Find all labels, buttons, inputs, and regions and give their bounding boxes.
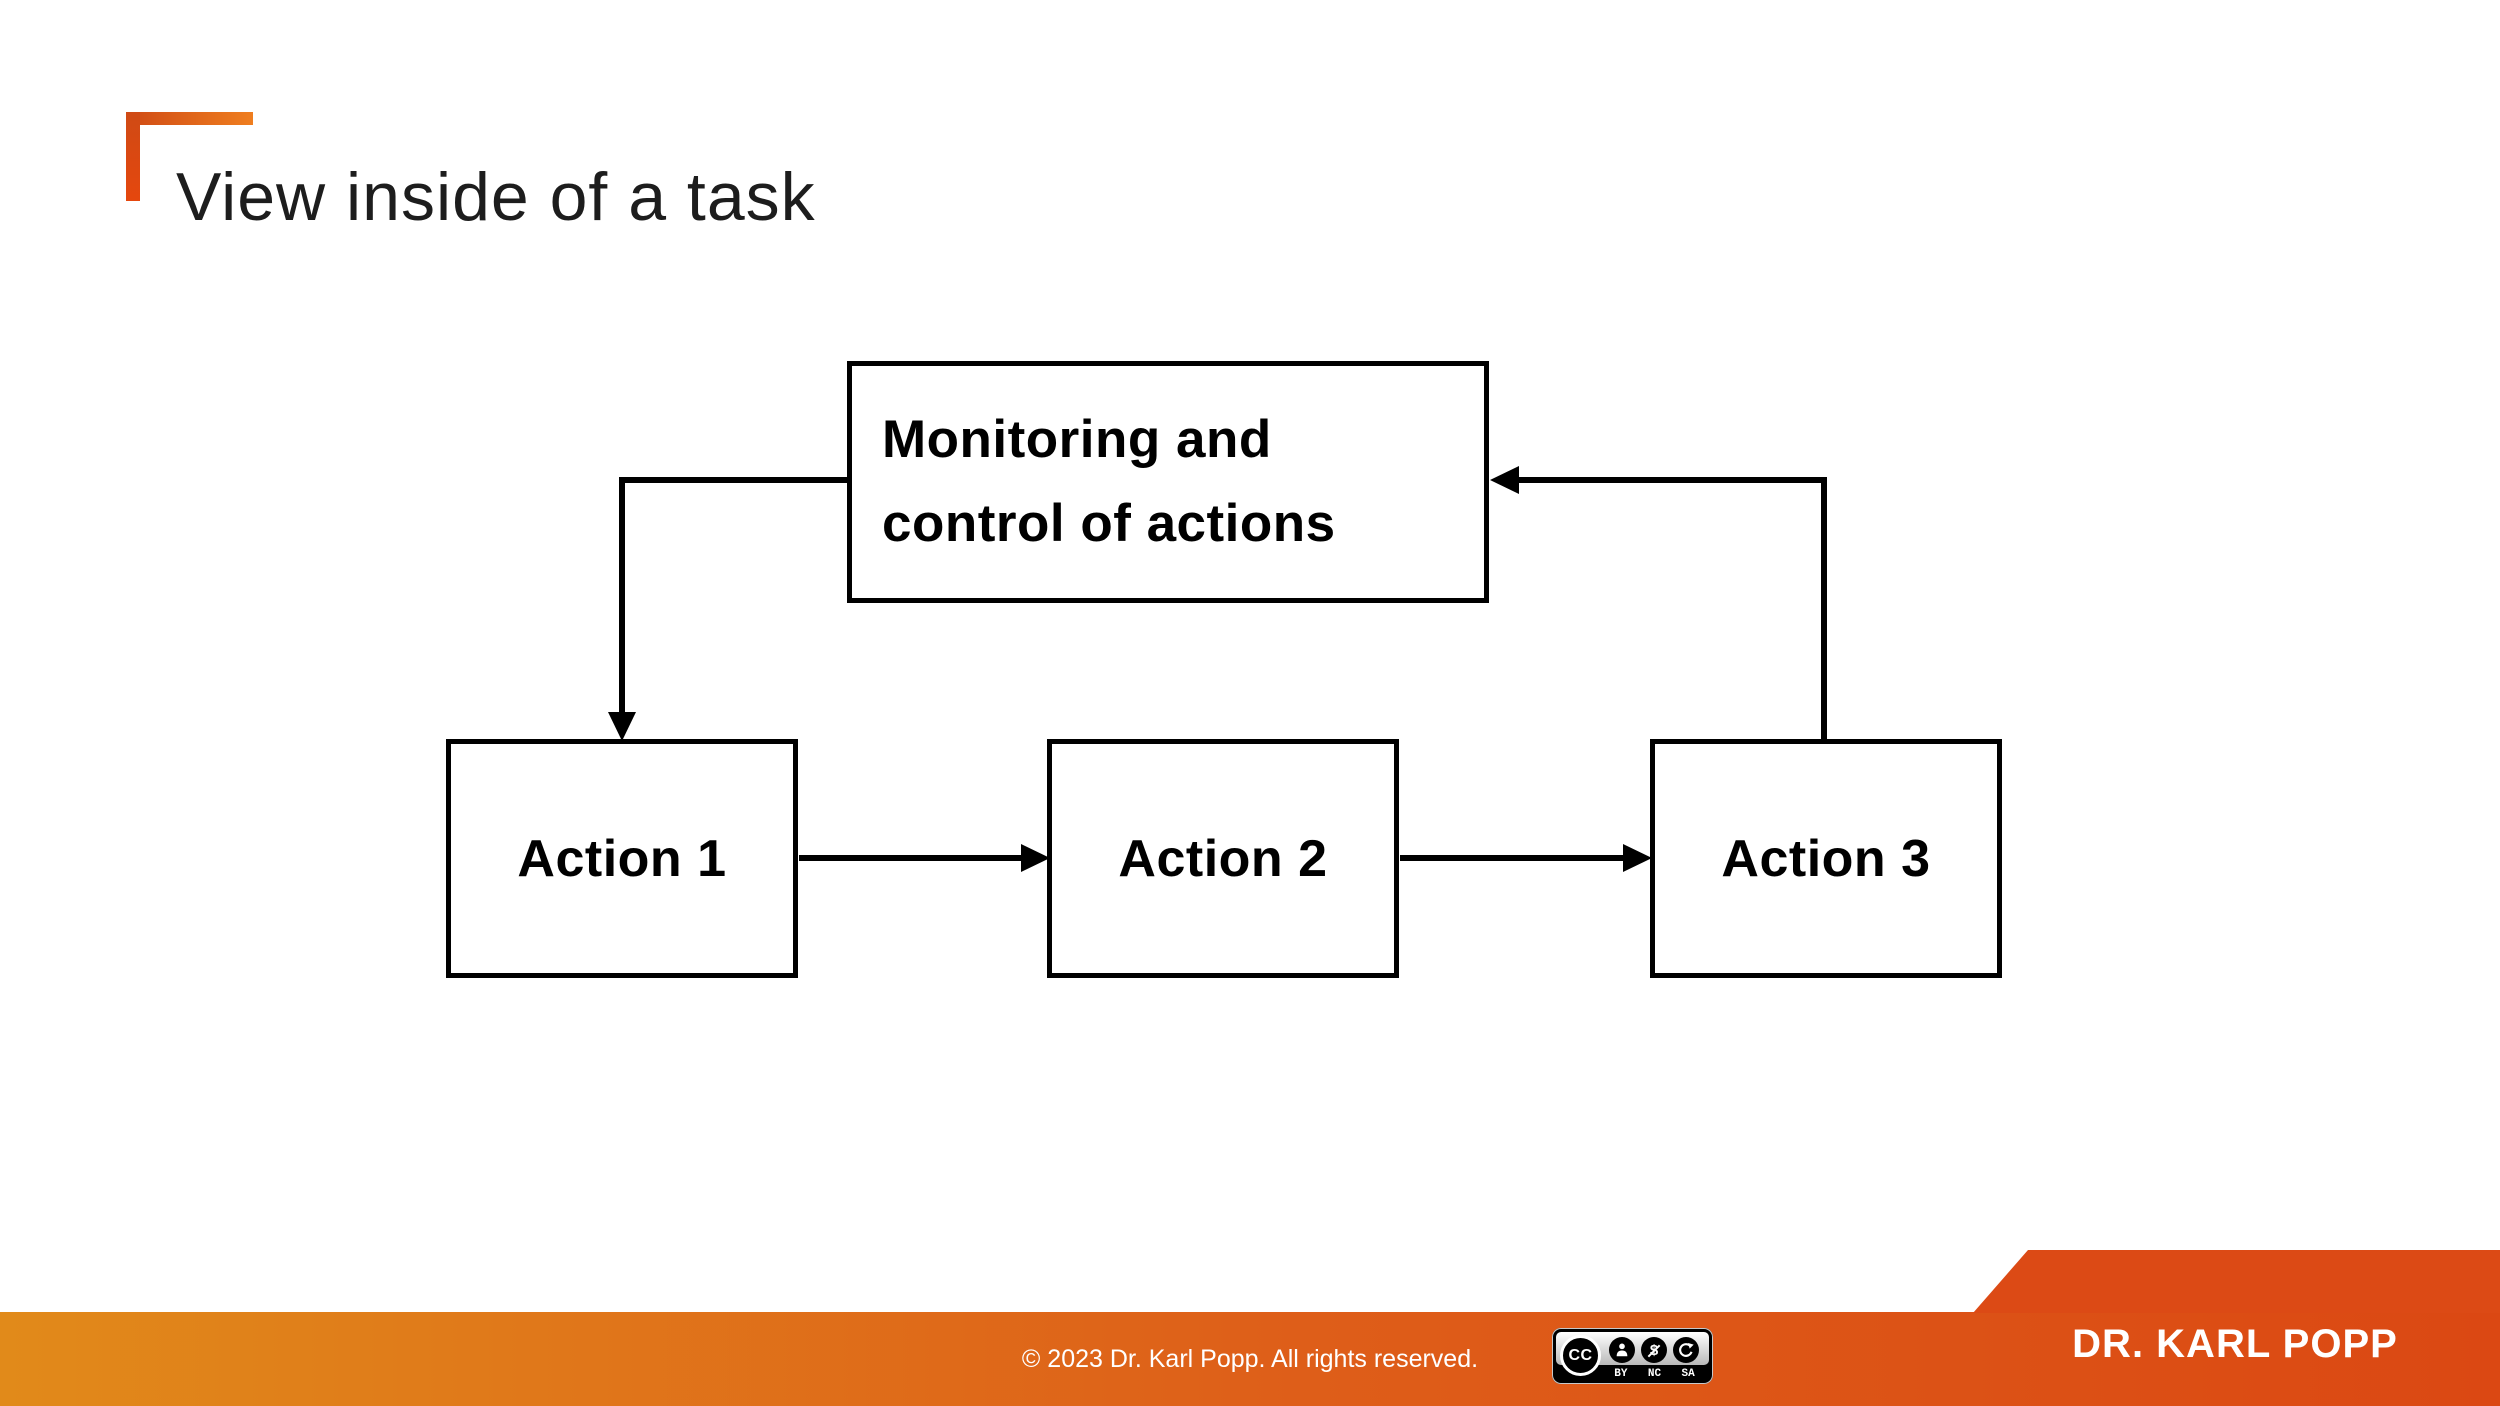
cc-labels: BY NC SA [1604, 1367, 1705, 1382]
action2-box: Action 2 [1047, 739, 1399, 978]
monitoring-box-line1: Monitoring and [882, 410, 1272, 469]
arrow-monitoring-to-action1 [619, 477, 849, 716]
arrowhead-right1-icon [1021, 844, 1050, 872]
footer-bar [0, 1312, 2500, 1406]
monitoring-box: Monitoring and control of actions [847, 361, 1489, 603]
action3-box: Action 3 [1650, 739, 2002, 978]
cc-sa-icon [1673, 1337, 1699, 1363]
arrow-action3-to-monitoring [1515, 477, 1827, 742]
action1-box: Action 1 [446, 739, 798, 978]
copyright-text: © 2023 Dr. Karl Popp. All rights reserve… [1021, 1345, 1479, 1373]
title-bracket-horizontal [126, 112, 253, 125]
page-title: View inside of a task [176, 159, 816, 235]
cc-by-icon [1609, 1337, 1635, 1363]
cc-logo-icon: CC [1560, 1335, 1601, 1376]
cc-label-nc: NC [1647, 1368, 1662, 1380]
arrowhead-right2-icon [1623, 844, 1652, 872]
arrowhead-down-icon [608, 712, 636, 741]
author-name: DR. KARL POPP [2072, 1322, 2398, 1366]
cc-license-badge: CC $ BY NC SA [1552, 1328, 1713, 1384]
cc-nc-icon: $ [1641, 1337, 1667, 1363]
monitoring-box-line2: control of actions [882, 494, 1336, 553]
author-banner [1973, 1250, 2500, 1313]
cc-label-sa: SA [1681, 1368, 1695, 1380]
arrowhead-left-icon [1490, 466, 1519, 494]
title-bracket-vertical [126, 112, 140, 201]
cc-label-by: BY [1614, 1368, 1628, 1380]
